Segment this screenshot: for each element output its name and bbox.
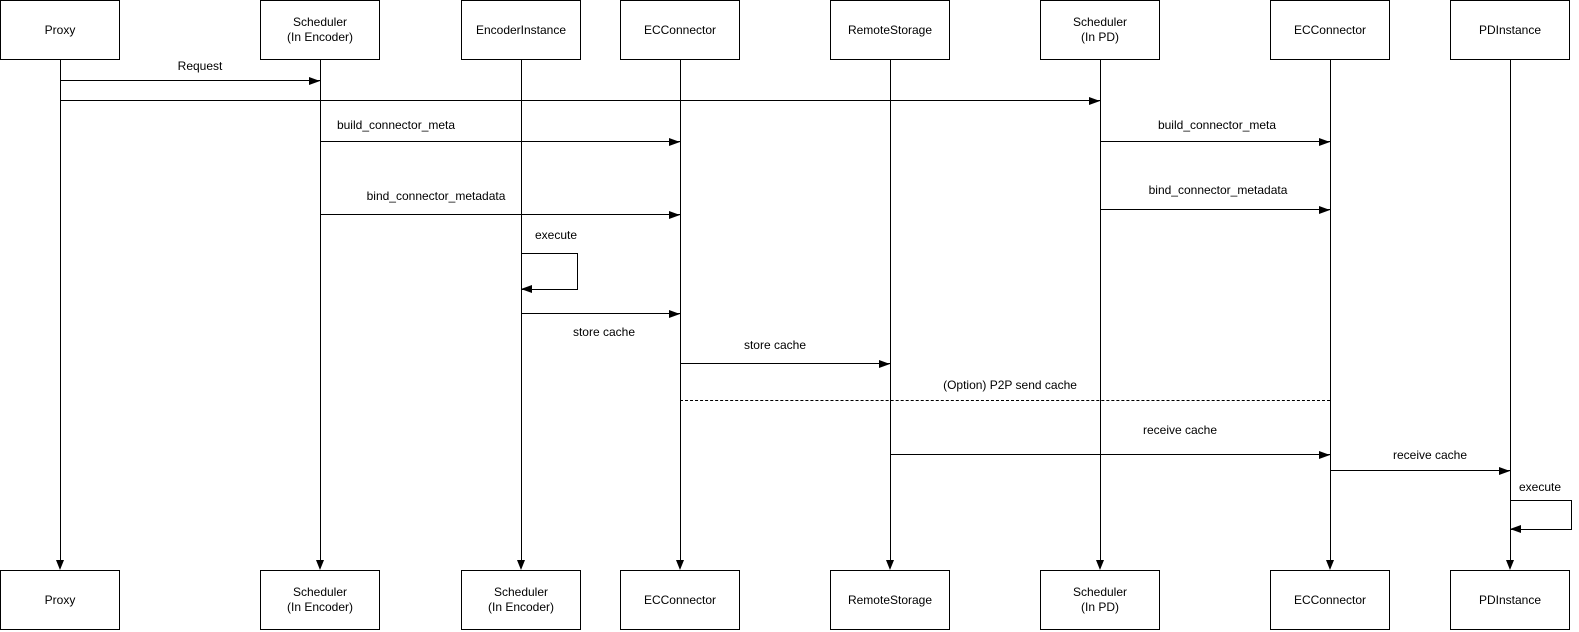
message-label: bind_connector_metadata [365, 189, 507, 203]
arrowhead-down [1506, 560, 1514, 570]
participant-label: EncoderInstance [475, 22, 567, 37]
message-bind-connector-metadata-pd [1100, 206, 1330, 214]
arrowhead-left [1510, 525, 1521, 533]
arrowhead-down [1326, 560, 1334, 570]
message-label: bind_connector_metadata [1147, 183, 1289, 197]
participant-label: (In Encoder) [487, 600, 555, 614]
participant-bottom-proxy: Proxy [0, 570, 120, 630]
arrowhead-right [1499, 467, 1510, 475]
message-label: store cache [742, 338, 808, 352]
lifeline-remotestorage [890, 60, 891, 561]
participant-top-remotestorage: RemoteStorage [830, 0, 950, 60]
arrowhead-down [1096, 560, 1104, 570]
message-execute-pd [1510, 500, 1572, 533]
participant-label: Scheduler [292, 15, 348, 29]
message-execute-encoder [521, 253, 578, 293]
lifeline-ecconnector-pd [1330, 60, 1331, 561]
message-build-connector-meta-encoder [320, 138, 680, 146]
participant-label: ECConnector [643, 592, 717, 607]
participant-label: (In PD) [1080, 600, 1119, 614]
arrowhead-right [669, 138, 680, 146]
participant-bottom-remotestorage: RemoteStorage [830, 570, 950, 630]
participant-label: ECConnector [643, 22, 717, 37]
participant-label: Scheduler [1072, 15, 1128, 29]
participant-top-scheduler-encoder: Scheduler (In Encoder) [260, 0, 380, 60]
arrowhead-right [879, 360, 890, 368]
arrowhead-right [1089, 97, 1100, 105]
participant-label: (In Encoder) [286, 30, 354, 44]
message-bind-connector-metadata-encoder [320, 211, 680, 219]
participant-bottom-ecconnector-pd: ECConnector [1270, 570, 1390, 630]
participant-label: RemoteStorage [847, 22, 933, 37]
arrowhead-right [669, 310, 680, 318]
participant-label: ECConnector [1293, 592, 1367, 607]
participant-top-encoderinstance: EncoderInstance [461, 0, 581, 60]
participant-bottom-scheduler-encoder: Scheduler (In Encoder) [260, 570, 380, 630]
arrowhead-down [517, 560, 525, 570]
participant-label: (In PD) [1080, 30, 1119, 44]
message-receive-cache-ec-to-pd [1330, 467, 1510, 475]
message-label: receive cache [1391, 448, 1469, 462]
participant-top-proxy: Proxy [0, 0, 120, 60]
participant-label: Scheduler [493, 585, 549, 599]
participant-bottom-scheduler-pd: Scheduler (In PD) [1040, 570, 1160, 630]
lifeline-proxy [60, 60, 61, 561]
arrowhead-right [1319, 138, 1330, 146]
message-build-connector-meta-pd [1100, 138, 1330, 146]
lifeline-encoderinstance [521, 60, 522, 561]
arrowhead-down [56, 560, 64, 570]
message-label: build_connector_meta [335, 118, 457, 132]
message-label: (Option) P2P send cache [942, 378, 1078, 392]
participant-top-pdinstance: PDInstance [1450, 0, 1570, 60]
participant-label: Scheduler [292, 585, 348, 599]
arrowhead-down [316, 560, 324, 570]
participant-label: Proxy [44, 592, 76, 607]
participant-label: (In Encoder) [286, 600, 354, 614]
lifeline-ecconnector-encoder [680, 60, 681, 561]
arrowhead-right [1319, 451, 1330, 459]
message-label: Request [176, 59, 224, 73]
message-proxy-to-scheduler-pd [60, 97, 1100, 105]
message-request [60, 77, 320, 85]
arrowhead-right [669, 211, 680, 219]
lifeline-pdinstance [1510, 60, 1511, 561]
participant-top-ecconnector-encoder: ECConnector [620, 0, 740, 60]
arrowhead-left [521, 285, 532, 293]
message-label: store cache [571, 325, 637, 339]
participant-bottom-pdinstance: PDInstance [1450, 570, 1570, 630]
participant-label: PDInstance [1478, 22, 1542, 37]
arrowhead-right [309, 77, 320, 85]
participant-label: PDInstance [1478, 592, 1542, 607]
participant-label: Proxy [44, 22, 76, 37]
lifeline-scheduler-pd [1100, 60, 1101, 561]
participant-bottom-scheduler-encoder-2: Scheduler (In Encoder) [461, 570, 581, 630]
message-label: execute [533, 228, 579, 242]
message-label: receive cache [1141, 423, 1219, 437]
arrowhead-right [1319, 206, 1330, 214]
lifeline-scheduler-encoder [320, 60, 321, 561]
message-label: execute [1517, 480, 1563, 494]
participant-top-scheduler-pd: Scheduler (In PD) [1040, 0, 1160, 60]
participant-label: RemoteStorage [847, 592, 933, 607]
participant-label: Scheduler [1072, 585, 1128, 599]
message-receive-cache-remote-to-ec [890, 451, 1330, 459]
message-store-cache-ec-to-remote [680, 360, 890, 368]
arrowhead-down [676, 560, 684, 570]
message-label: build_connector_meta [1156, 118, 1278, 132]
participant-top-ecconnector-pd: ECConnector [1270, 0, 1390, 60]
participant-bottom-ecconnector-encoder: ECConnector [620, 570, 740, 630]
message-store-cache-encoder-to-ec [521, 310, 680, 318]
message-p2p-send-cache [680, 400, 1330, 401]
participant-label: ECConnector [1293, 22, 1367, 37]
arrowhead-down [886, 560, 894, 570]
